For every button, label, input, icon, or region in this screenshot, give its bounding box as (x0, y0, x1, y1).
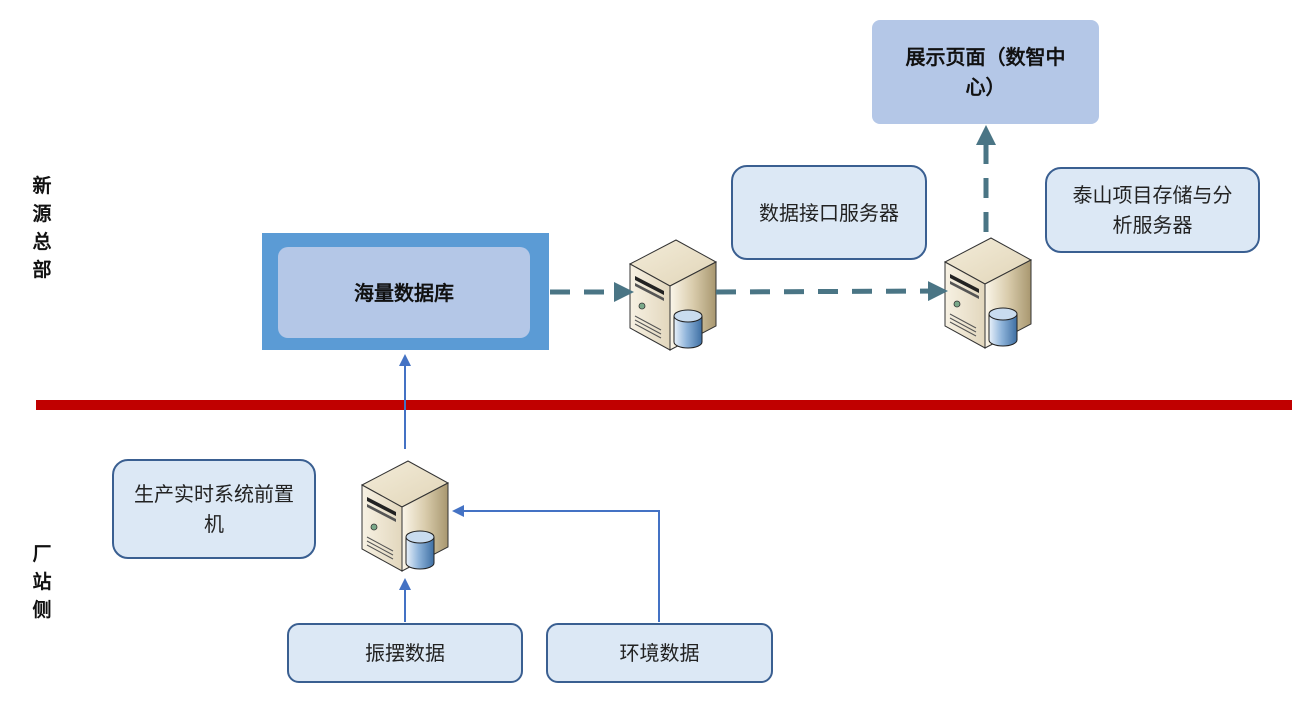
zone-label-char: 侧 (32, 599, 52, 621)
vibration-data-label: 振摆数据 (365, 641, 445, 665)
arrow-environment-to-frontend (452, 505, 660, 622)
environment-data-node[interactable]: 环境数据 (546, 623, 773, 683)
storage-server-label-box: 泰山项目存储与分析服务器 (1045, 167, 1260, 253)
zone-label-char: 站 (32, 571, 52, 593)
zone-label-plant-side: 厂站侧 (27, 540, 57, 624)
zone-label-headquarters-text: 新源总部 (27, 172, 57, 284)
vibration-data-node[interactable]: 振摆数据 (287, 623, 523, 683)
zone-label-headquarters: 新源总部 (27, 172, 57, 284)
display-page-label: 展示页面（数智中心） (905, 45, 1066, 99)
interface-server-label-box: 数据接口服务器 (731, 165, 927, 260)
database-node[interactable]: 海量数据库 (278, 247, 530, 338)
environment-data-label: 环境数据 (619, 641, 700, 665)
zone-label-char: 部 (32, 259, 52, 281)
frontend-server-label: 生产实时系统前置机 (134, 482, 294, 536)
arrow-interface-to-storage-server (715, 281, 948, 302)
database-node-frame[interactable]: 海量数据库 (262, 233, 549, 350)
display-page-node[interactable]: 展示页面（数智中心） (872, 20, 1099, 124)
interface-server-label: 数据接口服务器 (759, 200, 899, 225)
frontend-server-label-box: 生产实时系统前置机 (112, 459, 316, 559)
zone-label-plant-side-text: 厂站侧 (27, 540, 57, 624)
zone-label-char: 厂 (32, 543, 52, 565)
database-label: 海量数据库 (354, 280, 454, 305)
zone-label-char: 源 (32, 203, 52, 225)
zone-label-char: 新 (32, 175, 52, 197)
zone-divider-line (36, 400, 1292, 410)
zone-label-char: 总 (32, 231, 52, 253)
storage-server-label: 泰山项目存储与分析服务器 (1072, 183, 1233, 237)
